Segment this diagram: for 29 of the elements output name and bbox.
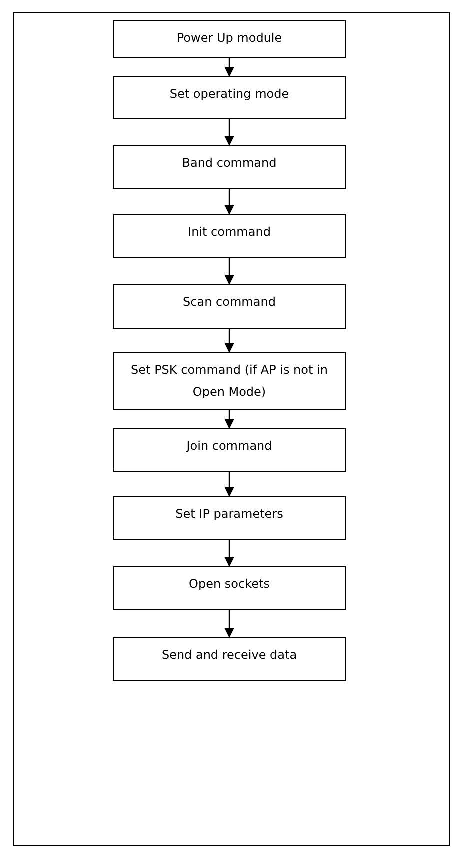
arrow — [224, 472, 234, 497]
arrow — [224, 258, 234, 285]
arrow — [224, 329, 234, 353]
arrow — [224, 119, 234, 146]
arrow — [224, 410, 234, 429]
step-label: Send and receive data — [162, 647, 298, 664]
process-box — [113, 352, 346, 410]
step-label: Init command — [188, 224, 271, 241]
step-label: Set PSK command (if AP is not in Open Mode) — [130, 362, 329, 401]
step-label: Join command — [186, 438, 272, 455]
step-label: Scan command — [183, 294, 276, 311]
step-label: Open sockets — [189, 576, 270, 593]
step-label: Set operating mode — [170, 86, 290, 103]
step-label: Band command — [182, 155, 277, 172]
process-box — [113, 637, 346, 681]
process-box — [113, 214, 346, 258]
process-box — [113, 20, 346, 58]
process-box — [113, 284, 346, 329]
step-label: Set IP parameters — [176, 506, 284, 523]
process-box — [113, 145, 346, 189]
process-box — [113, 496, 346, 540]
arrow — [224, 610, 234, 638]
process-box — [113, 76, 346, 119]
arrow — [224, 540, 234, 567]
arrow — [224, 58, 234, 77]
process-box — [113, 428, 346, 472]
step-label: Power Up module — [176, 30, 282, 47]
arrow — [224, 189, 234, 215]
process-box — [113, 566, 346, 610]
